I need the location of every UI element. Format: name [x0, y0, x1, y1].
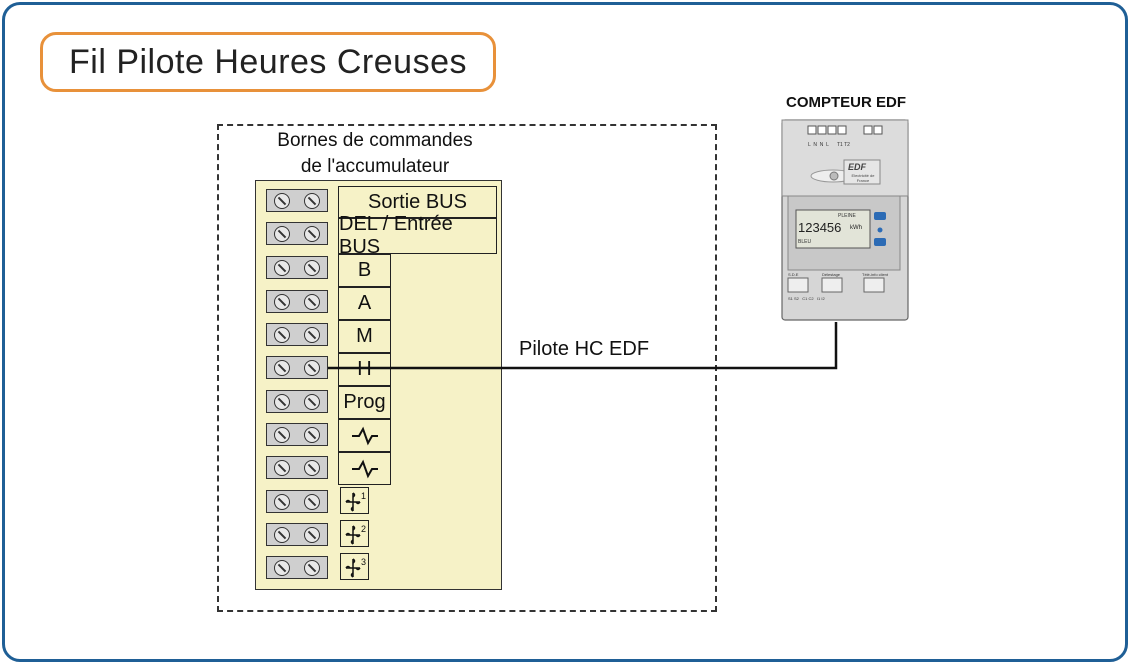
meter-display-value: 123456 — [798, 220, 842, 235]
screw-icon — [274, 426, 290, 443]
fan-number-2: 2 — [361, 524, 366, 534]
diagram-title: Fil Pilote Heures Creuses — [40, 32, 496, 92]
terminal-screw-pair — [266, 290, 328, 313]
screw-icon — [304, 426, 320, 443]
terminal-screw-pair — [266, 456, 328, 479]
screw-icon — [304, 326, 320, 343]
label-sortie-bus: Sortie BUS — [338, 186, 497, 218]
screw-icon — [304, 359, 320, 376]
terminal-screw-pair — [266, 256, 328, 279]
screw-icon — [274, 359, 290, 376]
pilot-wire — [328, 322, 838, 370]
label-m: M — [338, 320, 391, 353]
screw-icon — [304, 493, 320, 510]
screw-icon — [304, 459, 320, 476]
screw-icon — [304, 259, 320, 276]
screw-icon — [304, 393, 320, 410]
fan-icon: 1 — [344, 491, 366, 512]
meter-label-teleinfo: Télé-info client — [862, 272, 889, 277]
meter-display-unit: kWh — [850, 225, 862, 231]
screw-icon — [304, 526, 320, 543]
screw-icon — [274, 293, 290, 310]
terminal-screw-pair — [266, 423, 328, 446]
screw-icon — [274, 393, 290, 410]
label-fan-1: 1 — [340, 487, 369, 514]
pilot-wire-label: Pilote HC EDF — [519, 338, 650, 360]
label-a: A — [338, 287, 391, 320]
screw-icon — [274, 559, 290, 576]
terminal-screw-pair — [266, 189, 328, 212]
fan-icon: 2 — [344, 524, 366, 545]
label-del-entree-bus: DEL / Entrée BUS — [338, 213, 497, 258]
screw-icon — [274, 459, 290, 476]
terminal-screw-pair — [266, 323, 328, 346]
meter-brand: EDF — [848, 162, 866, 172]
meter-display-top: PLEINE — [838, 213, 856, 219]
terminal-screw-pair — [266, 490, 328, 513]
meter-label-sde: S.D.E — [788, 272, 799, 277]
screw-icon — [274, 526, 290, 543]
label-h: H — [338, 353, 391, 386]
bornes-title: Bornes de commandes de l'accumulateur — [255, 128, 495, 180]
screw-icon — [274, 326, 290, 343]
label-heater-2 — [338, 452, 391, 485]
heating-element-icon — [351, 426, 378, 445]
screw-icon — [274, 225, 290, 242]
terminal-screw-pair — [266, 556, 328, 579]
terminal-screw-pair — [266, 222, 328, 245]
screw-icon — [304, 293, 320, 310]
meter-display-bottom: BLEU — [798, 239, 812, 245]
edf-meter: L N N L T1 T2 EDF Electricité de France … — [778, 118, 914, 324]
fan-number-3: 3 — [361, 557, 366, 567]
screw-icon — [274, 493, 290, 510]
bornes-title-line2: de l'accumulateur — [300, 156, 450, 177]
meter-body — [781, 119, 909, 321]
bornes-title-line1: Bornes de commandes — [277, 130, 473, 151]
fan-icon: 3 — [344, 557, 366, 578]
screw-icon — [304, 559, 320, 576]
label-fan-3: 3 — [340, 553, 369, 580]
screw-icon — [274, 192, 290, 209]
meter-title: COMPTEUR EDF — [786, 94, 906, 111]
terminal-screw-pair — [266, 390, 328, 413]
screw-icon — [304, 225, 320, 242]
terminal-screw-pair — [266, 356, 328, 379]
screw-icon — [274, 259, 290, 276]
fan-number-1: 1 — [361, 491, 366, 501]
label-fan-2: 2 — [340, 520, 369, 547]
heating-element-icon — [351, 459, 378, 478]
meter-top-labels: L N N L T1 T2 — [808, 142, 850, 148]
terminal-screw-pair — [266, 523, 328, 546]
label-b: B — [338, 254, 391, 287]
label-prog: Prog — [338, 386, 391, 419]
meter-terminal-codes: S1 S2 C1 C2 I1 I2 — [788, 296, 825, 301]
meter-brand-sub: Electricité de France — [851, 173, 875, 183]
meter-label-delestage: Délestage — [822, 272, 841, 277]
label-heater-1 — [338, 419, 391, 452]
pilot-wire-layer — [328, 322, 838, 370]
screw-icon — [304, 192, 320, 209]
